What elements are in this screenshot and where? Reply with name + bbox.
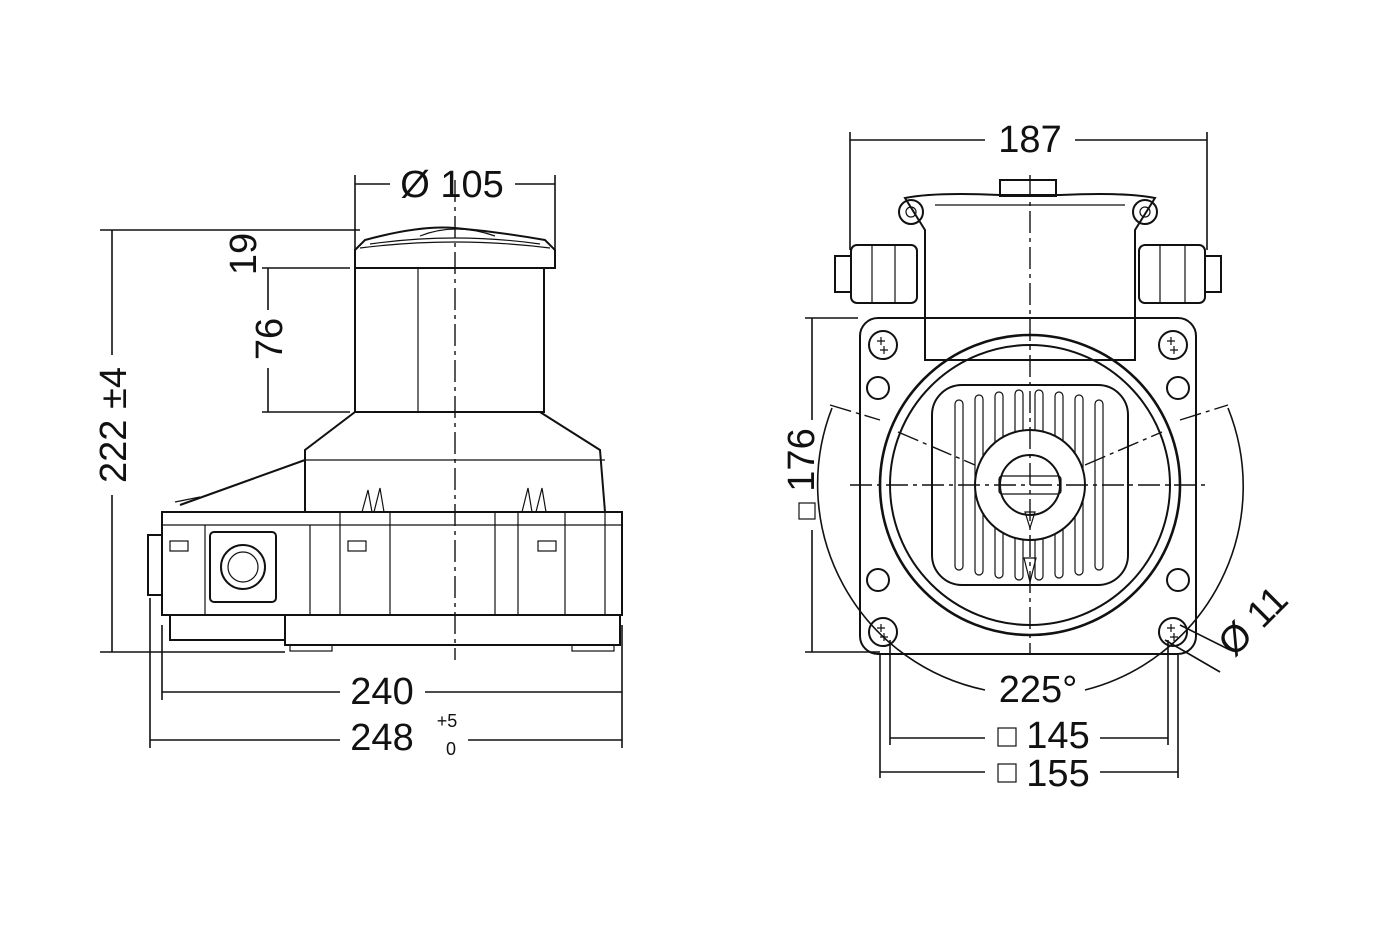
front-view: 187 176 225° 145 bbox=[781, 119, 1296, 795]
dim-240-label: 240 bbox=[350, 671, 413, 713]
dim-176-label: 176 bbox=[781, 428, 823, 491]
side-view: Ø 105 19 76 222 ±4 240 bbox=[93, 164, 623, 759]
dim-240: 240 bbox=[161, 625, 623, 748]
drum bbox=[354, 267, 545, 413]
dim-76: 76 bbox=[249, 268, 350, 413]
breaker-knob bbox=[209, 531, 277, 603]
base-plate bbox=[284, 614, 621, 646]
dim-155: 155 bbox=[879, 655, 1179, 795]
base-square bbox=[859, 317, 1197, 655]
dim-hole-11-label: Ø 11 bbox=[1211, 579, 1297, 665]
dim-248: 248 +5 0 bbox=[149, 598, 622, 759]
dim-248-tol-minus: 0 bbox=[446, 739, 456, 759]
dim-176: 176 bbox=[781, 317, 880, 653]
dim-187-label: 187 bbox=[998, 119, 1061, 161]
dim-222-label: 222 ±4 bbox=[93, 367, 135, 483]
dim-diameter-105-label: Ø 105 bbox=[400, 164, 504, 206]
dim-248-label: 248 bbox=[350, 717, 413, 759]
dim-187: 187 bbox=[849, 119, 1208, 250]
dim-225-angle: 225° bbox=[816, 407, 1244, 711]
cable-gland-left bbox=[834, 244, 918, 304]
dim-248-tol-plus: +5 bbox=[437, 711, 458, 731]
dim-19: 19 bbox=[223, 233, 350, 275]
dim-diameter-105: Ø 105 bbox=[354, 164, 556, 250]
dim-145: 145 bbox=[889, 640, 1169, 757]
dim-145-label: 145 bbox=[1026, 715, 1089, 757]
dim-222: 222 ±4 bbox=[93, 229, 360, 653]
dim-19-label: 19 bbox=[223, 233, 265, 275]
dim-225-label: 225° bbox=[999, 669, 1078, 711]
motor-body bbox=[161, 511, 623, 616]
dim-76-label: 76 bbox=[249, 318, 291, 360]
cable-gland-right bbox=[1138, 244, 1222, 304]
bolt-holes bbox=[866, 330, 1190, 647]
top-housing bbox=[903, 193, 1157, 361]
dim-155-label: 155 bbox=[1026, 753, 1089, 795]
